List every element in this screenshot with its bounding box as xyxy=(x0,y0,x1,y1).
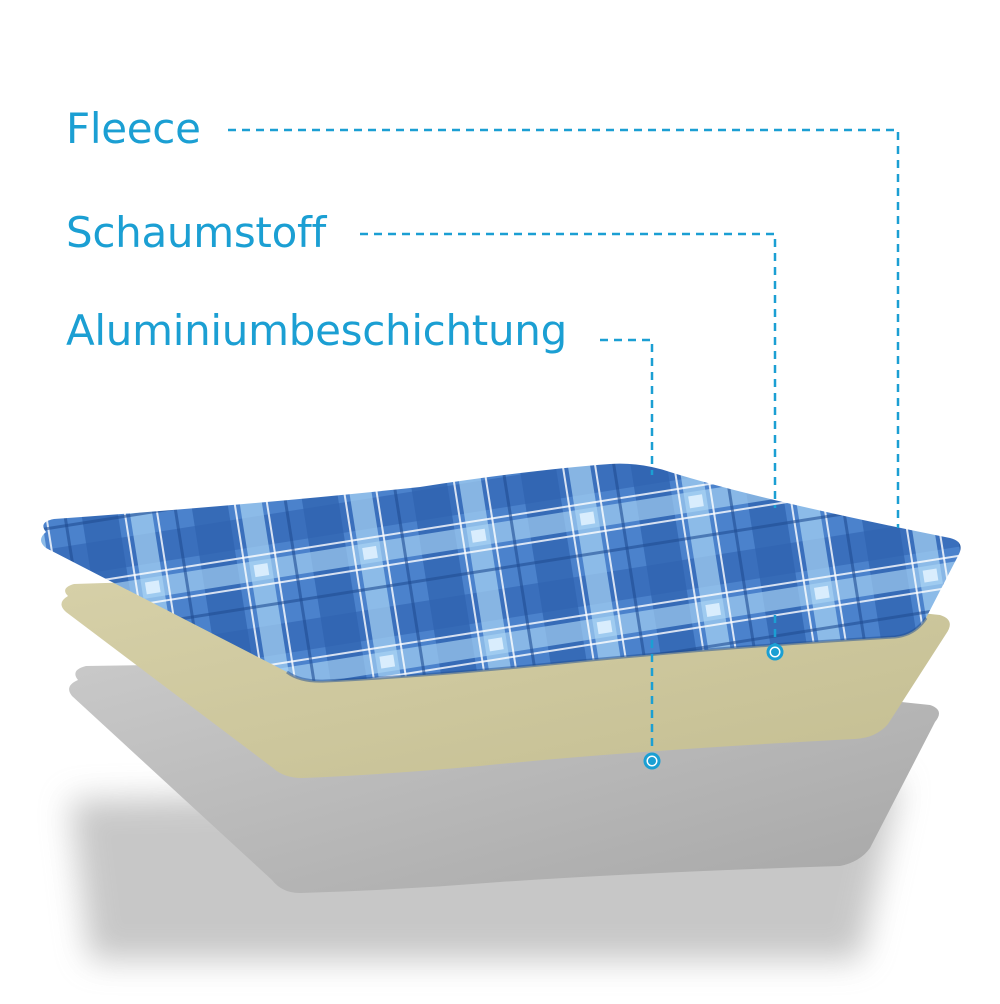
label-foam: Schaumstoff xyxy=(66,208,326,257)
alu-callout-line-upper xyxy=(600,338,654,475)
foam-callout-line-upper xyxy=(360,232,777,508)
fleece-layer xyxy=(41,463,961,682)
label-aluminium: Aluminiumbeschichtung xyxy=(66,306,567,355)
label-fleece: Fleece xyxy=(66,104,201,153)
